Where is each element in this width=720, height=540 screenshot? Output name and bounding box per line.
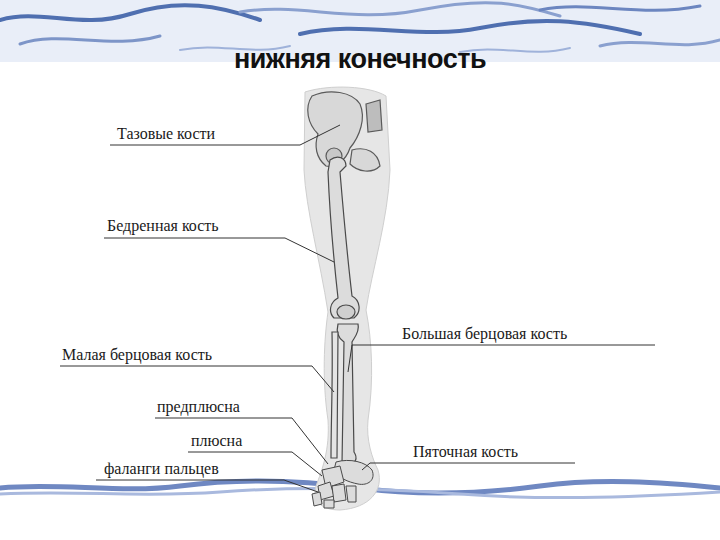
bone-label: Большая берцовая кость xyxy=(402,325,567,343)
femur xyxy=(328,157,359,319)
foot xyxy=(312,460,373,508)
bone-label: фаланги пальцев xyxy=(104,460,219,478)
bone-label: Малая берцовая кость xyxy=(62,346,212,364)
bone-label: плюсна xyxy=(191,432,242,450)
bone-label: предплюсна xyxy=(157,398,240,416)
leg-silhouette xyxy=(304,87,390,510)
patella xyxy=(337,305,355,319)
pelvis xyxy=(308,92,382,171)
title: нижняя конечность xyxy=(0,44,720,75)
leader-lines xyxy=(60,125,655,492)
bone-label: Пяточная кость xyxy=(413,443,518,461)
bone-label: Тазовые кости xyxy=(117,125,215,143)
bone-label: Бедренная кость xyxy=(107,217,219,235)
